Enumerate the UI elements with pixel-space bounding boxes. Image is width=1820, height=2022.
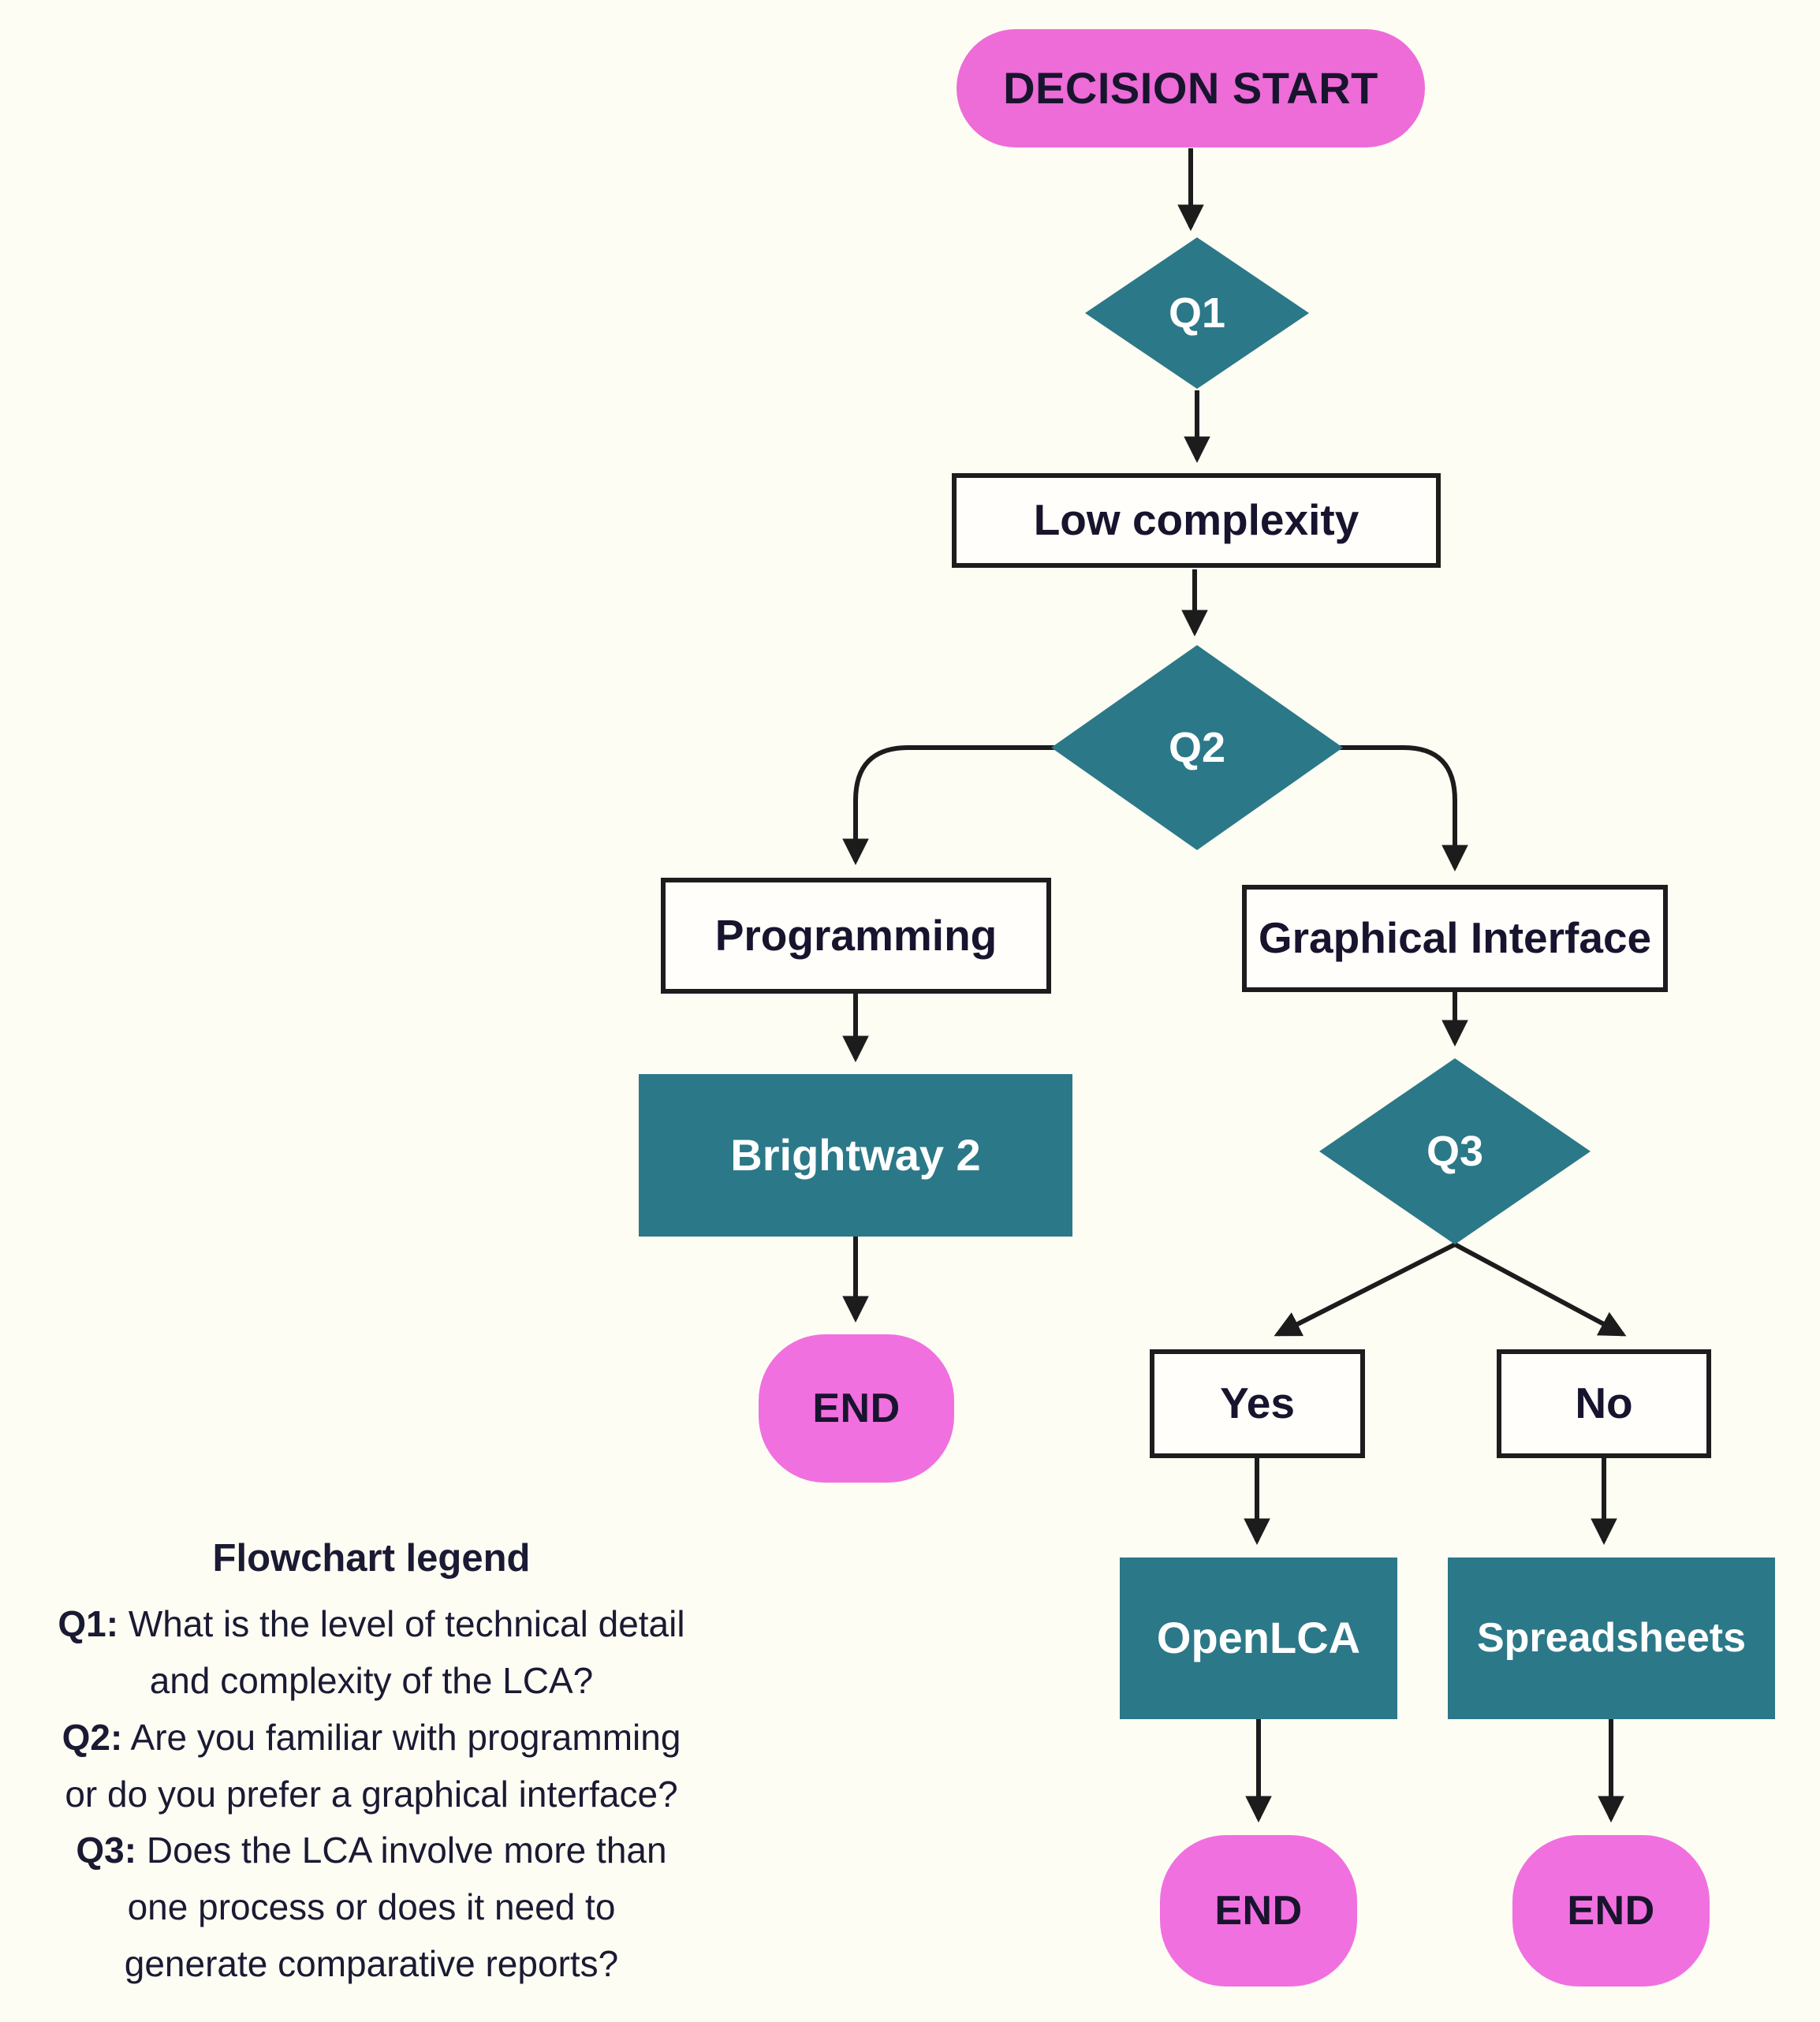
node-end-spreadsheets: END (1512, 1835, 1710, 1987)
node-brightway-label: Brightway 2 (730, 1129, 981, 1180)
legend-line: one process or does it need to (6, 1879, 737, 1936)
node-spreadsheets: Spreadsheets (1448, 1558, 1775, 1719)
node-end-spreadsheets-label: END (1567, 1887, 1655, 1934)
legend-line-text: Are you familiar with programming (122, 1716, 681, 1758)
legend-line: or do you prefer a graphical interface? (6, 1766, 737, 1823)
flowchart-legend: Flowchart legend Q1: What is the level o… (6, 1528, 737, 1993)
node-low-complexity-label: Low complexity (1033, 495, 1359, 545)
node-yes: Yes (1150, 1349, 1365, 1458)
node-openlca: OpenLCA (1120, 1558, 1397, 1719)
legend-q3-prefix: Q3: (76, 1830, 137, 1871)
node-brightway: Brightway 2 (639, 1074, 1072, 1237)
node-programming-label: Programming (714, 910, 998, 960)
node-end-brightway: END (759, 1334, 954, 1483)
node-yes-label: Yes (1220, 1378, 1295, 1428)
node-graphical-interface: Graphical Interface (1242, 885, 1668, 992)
arrow-q3-to-yes (1274, 1242, 1456, 1337)
legend-line-text: Does the LCA involve more than (136, 1830, 667, 1871)
node-graphical-interface-label: Graphical Interface (1258, 913, 1652, 963)
legend-line: generate comparative reports? (6, 1936, 737, 1993)
legend-q1-prefix: Q1: (58, 1603, 119, 1645)
node-low-complexity: Low complexity (952, 473, 1441, 568)
legend-line-text: or do you prefer a graphical interface? (65, 1773, 678, 1815)
node-end-brightway-label: END (812, 1385, 901, 1431)
node-decision-start-label: DECISION START (1003, 62, 1378, 113)
legend-line-text: and complexity of the LCA? (149, 1660, 594, 1702)
arrow-q3-to-no (1453, 1242, 1627, 1337)
legend-q2-prefix: Q2: (62, 1716, 123, 1758)
node-spreadsheets-label: Spreadsheets (1476, 1615, 1747, 1662)
legend-line-text: What is the level of technical detail (118, 1603, 685, 1645)
node-q3-label: Q3 (1426, 1127, 1484, 1175)
legend-line-text: one process or does it need to (127, 1886, 616, 1928)
node-end-openlca: END (1160, 1835, 1357, 1987)
node-decision-start: DECISION START (957, 29, 1425, 147)
legend-line: Q3: Does the LCA involve more than (6, 1822, 737, 1879)
node-q2-label: Q2 (1168, 723, 1226, 771)
legend-line-text: generate comparative reports? (124, 1942, 619, 1984)
node-q1-label: Q1 (1168, 289, 1226, 337)
node-end-openlca-label: END (1214, 1887, 1303, 1934)
legend-title: Flowchart legend (212, 1537, 531, 1580)
node-openlca-label: OpenLCA (1156, 1613, 1361, 1663)
arrow-q2-to-graphical-interface (1338, 745, 1468, 872)
legend-line: Q1: What is the level of technical detai… (6, 1596, 737, 1653)
node-programming: Programming (661, 878, 1051, 994)
node-no-label: No (1575, 1378, 1633, 1428)
node-no: No (1497, 1349, 1711, 1458)
legend-line: and complexity of the LCA? (6, 1653, 737, 1710)
legend-line: Q2: Are you familiar with programming (6, 1710, 737, 1766)
arrow-q2-to-programming (842, 745, 1056, 866)
